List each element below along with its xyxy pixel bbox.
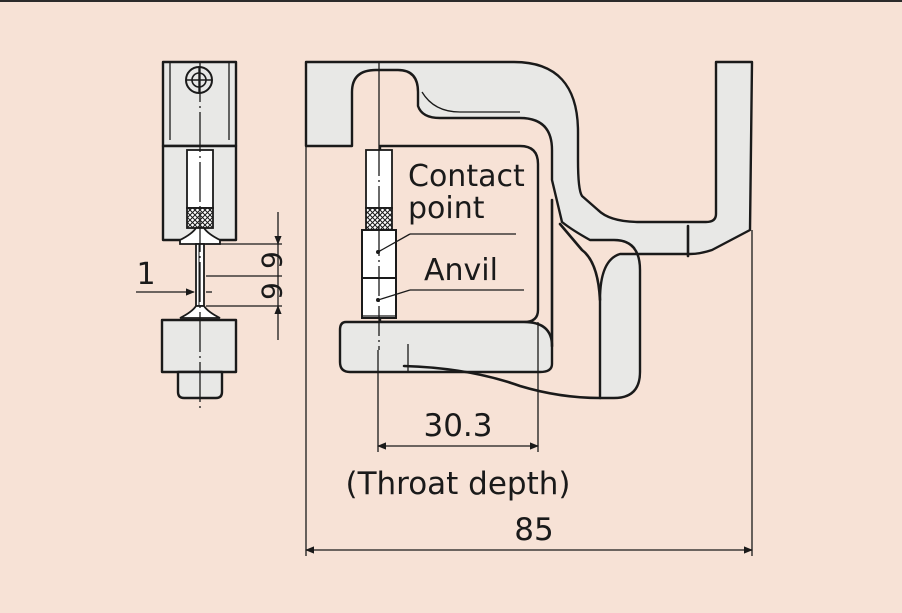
anvil-label: Anvil <box>424 253 498 288</box>
lower-height-label: 6 <box>255 282 288 300</box>
side-view: 1 6 6 <box>136 60 288 410</box>
screw-icon <box>185 66 213 94</box>
overall-length-value: 85 <box>514 512 553 548</box>
lower-arm <box>338 320 554 374</box>
c-frame-body <box>304 60 754 400</box>
throat-depth-value: 30.3 <box>423 408 492 444</box>
gap-dimension-label: 1 <box>136 257 155 292</box>
throat-depth-caption: (Throat depth) <box>345 466 570 502</box>
side-lower-block <box>160 318 238 374</box>
upper-height-label: 6 <box>255 251 288 269</box>
contact-point-label-line1: Contact <box>408 159 525 194</box>
front-view: Contact point Anvil 30.3 (Throat depth) … <box>304 60 754 556</box>
contact-point-label-line2: point <box>408 191 485 226</box>
